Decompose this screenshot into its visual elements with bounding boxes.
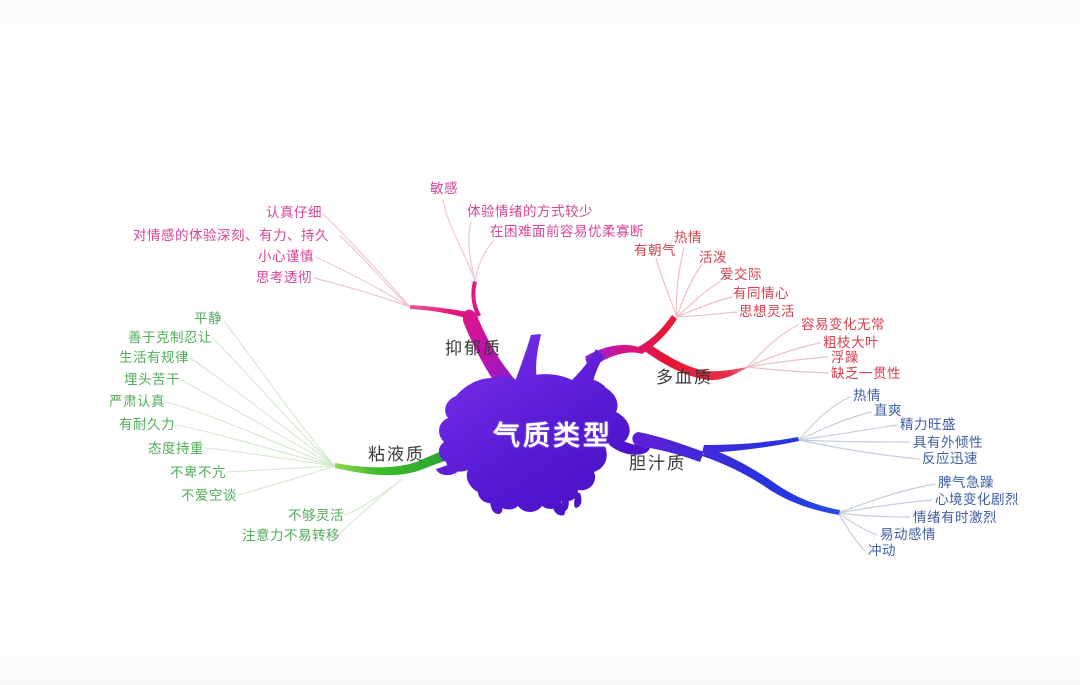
leaf-node[interactable]: 有同情心	[733, 286, 789, 301]
center-blob[interactable]	[436, 334, 650, 516]
leaf-node[interactable]: 不够灵活	[288, 508, 344, 523]
leaf-node[interactable]: 有耐久力	[119, 417, 175, 432]
central-topic[interactable]: 气质类型	[493, 421, 613, 451]
leaf-node[interactable]: 脾气急躁	[938, 475, 994, 490]
leaf-node[interactable]: 敏感	[430, 181, 458, 196]
leaf-node[interactable]: 善于克制忍让	[128, 330, 212, 345]
leaf-node[interactable]: 具有外倾性	[913, 435, 983, 450]
leaf-node[interactable]: 情绪有时激烈	[913, 510, 997, 525]
leaf-node[interactable]: 思想灵活	[739, 304, 795, 319]
leaf-node[interactable]: 浮躁	[831, 350, 859, 365]
leaf-node[interactable]: 体验情绪的方式较少	[467, 204, 593, 219]
leaf-node[interactable]: 严肃认真	[109, 394, 165, 409]
connector-lines-choleric	[798, 396, 936, 552]
leaf-node[interactable]: 思考透彻	[256, 270, 312, 285]
branch-sanguine-ribbon	[585, 315, 748, 381]
leaf-node[interactable]: 心境变化剧烈	[935, 492, 1019, 507]
leaf-node[interactable]: 反应迅速	[922, 451, 978, 466]
leaf-node[interactable]: 埋头苦干	[124, 372, 180, 387]
leaf-node[interactable]: 粗枝大叶	[823, 335, 879, 350]
leaf-node[interactable]: 注意力不易转移	[242, 528, 340, 543]
leaf-node[interactable]: 认真仔细	[266, 205, 322, 220]
leaf-node[interactable]: 有朝气	[634, 243, 676, 258]
leaf-node[interactable]: 易动感情	[880, 527, 936, 542]
connector-lines-sanguine	[655, 247, 829, 374]
leaf-node[interactable]: 活泼	[699, 250, 727, 265]
leaf-node[interactable]: 热情	[674, 230, 702, 245]
leaf-node[interactable]: 不卑不亢	[170, 465, 226, 480]
branch-label-melancholic[interactable]: 抑郁质	[445, 339, 502, 358]
leaf-node[interactable]: 平静	[194, 311, 222, 326]
leaf-node[interactable]: 缺乏一贯性	[831, 366, 901, 381]
leaf-node[interactable]: 冲动	[868, 543, 896, 558]
branch-label-sanguine[interactable]: 多血质	[656, 368, 713, 387]
leaf-node[interactable]: 热情	[853, 388, 881, 403]
branch-label-choleric[interactable]: 胆汁质	[629, 454, 686, 473]
leaf-node[interactable]: 在困难面前容易优柔寡断	[490, 224, 644, 239]
leaf-node[interactable]: 爱交际	[720, 267, 762, 282]
leaf-node[interactable]: 对情感的体验深刻、有力、持久	[133, 228, 329, 243]
connector-lines-melancholic	[313, 199, 494, 308]
leaf-node[interactable]: 容易变化无常	[801, 317, 885, 332]
leaf-node[interactable]: 精力旺盛	[900, 417, 956, 432]
leaf-node[interactable]: 不爱空谈	[181, 488, 237, 503]
branch-label-phlegmatic[interactable]: 粘液质	[368, 445, 425, 464]
leaf-node[interactable]: 直爽	[874, 403, 902, 418]
leaf-node[interactable]: 生活有规律	[119, 350, 189, 365]
leaf-node[interactable]: 态度持重	[148, 441, 204, 456]
leaf-node[interactable]: 小心谨慎	[258, 249, 314, 264]
connector-lines-phlegmatic	[165, 320, 403, 535]
branch-choleric-ribbon	[632, 432, 840, 515]
